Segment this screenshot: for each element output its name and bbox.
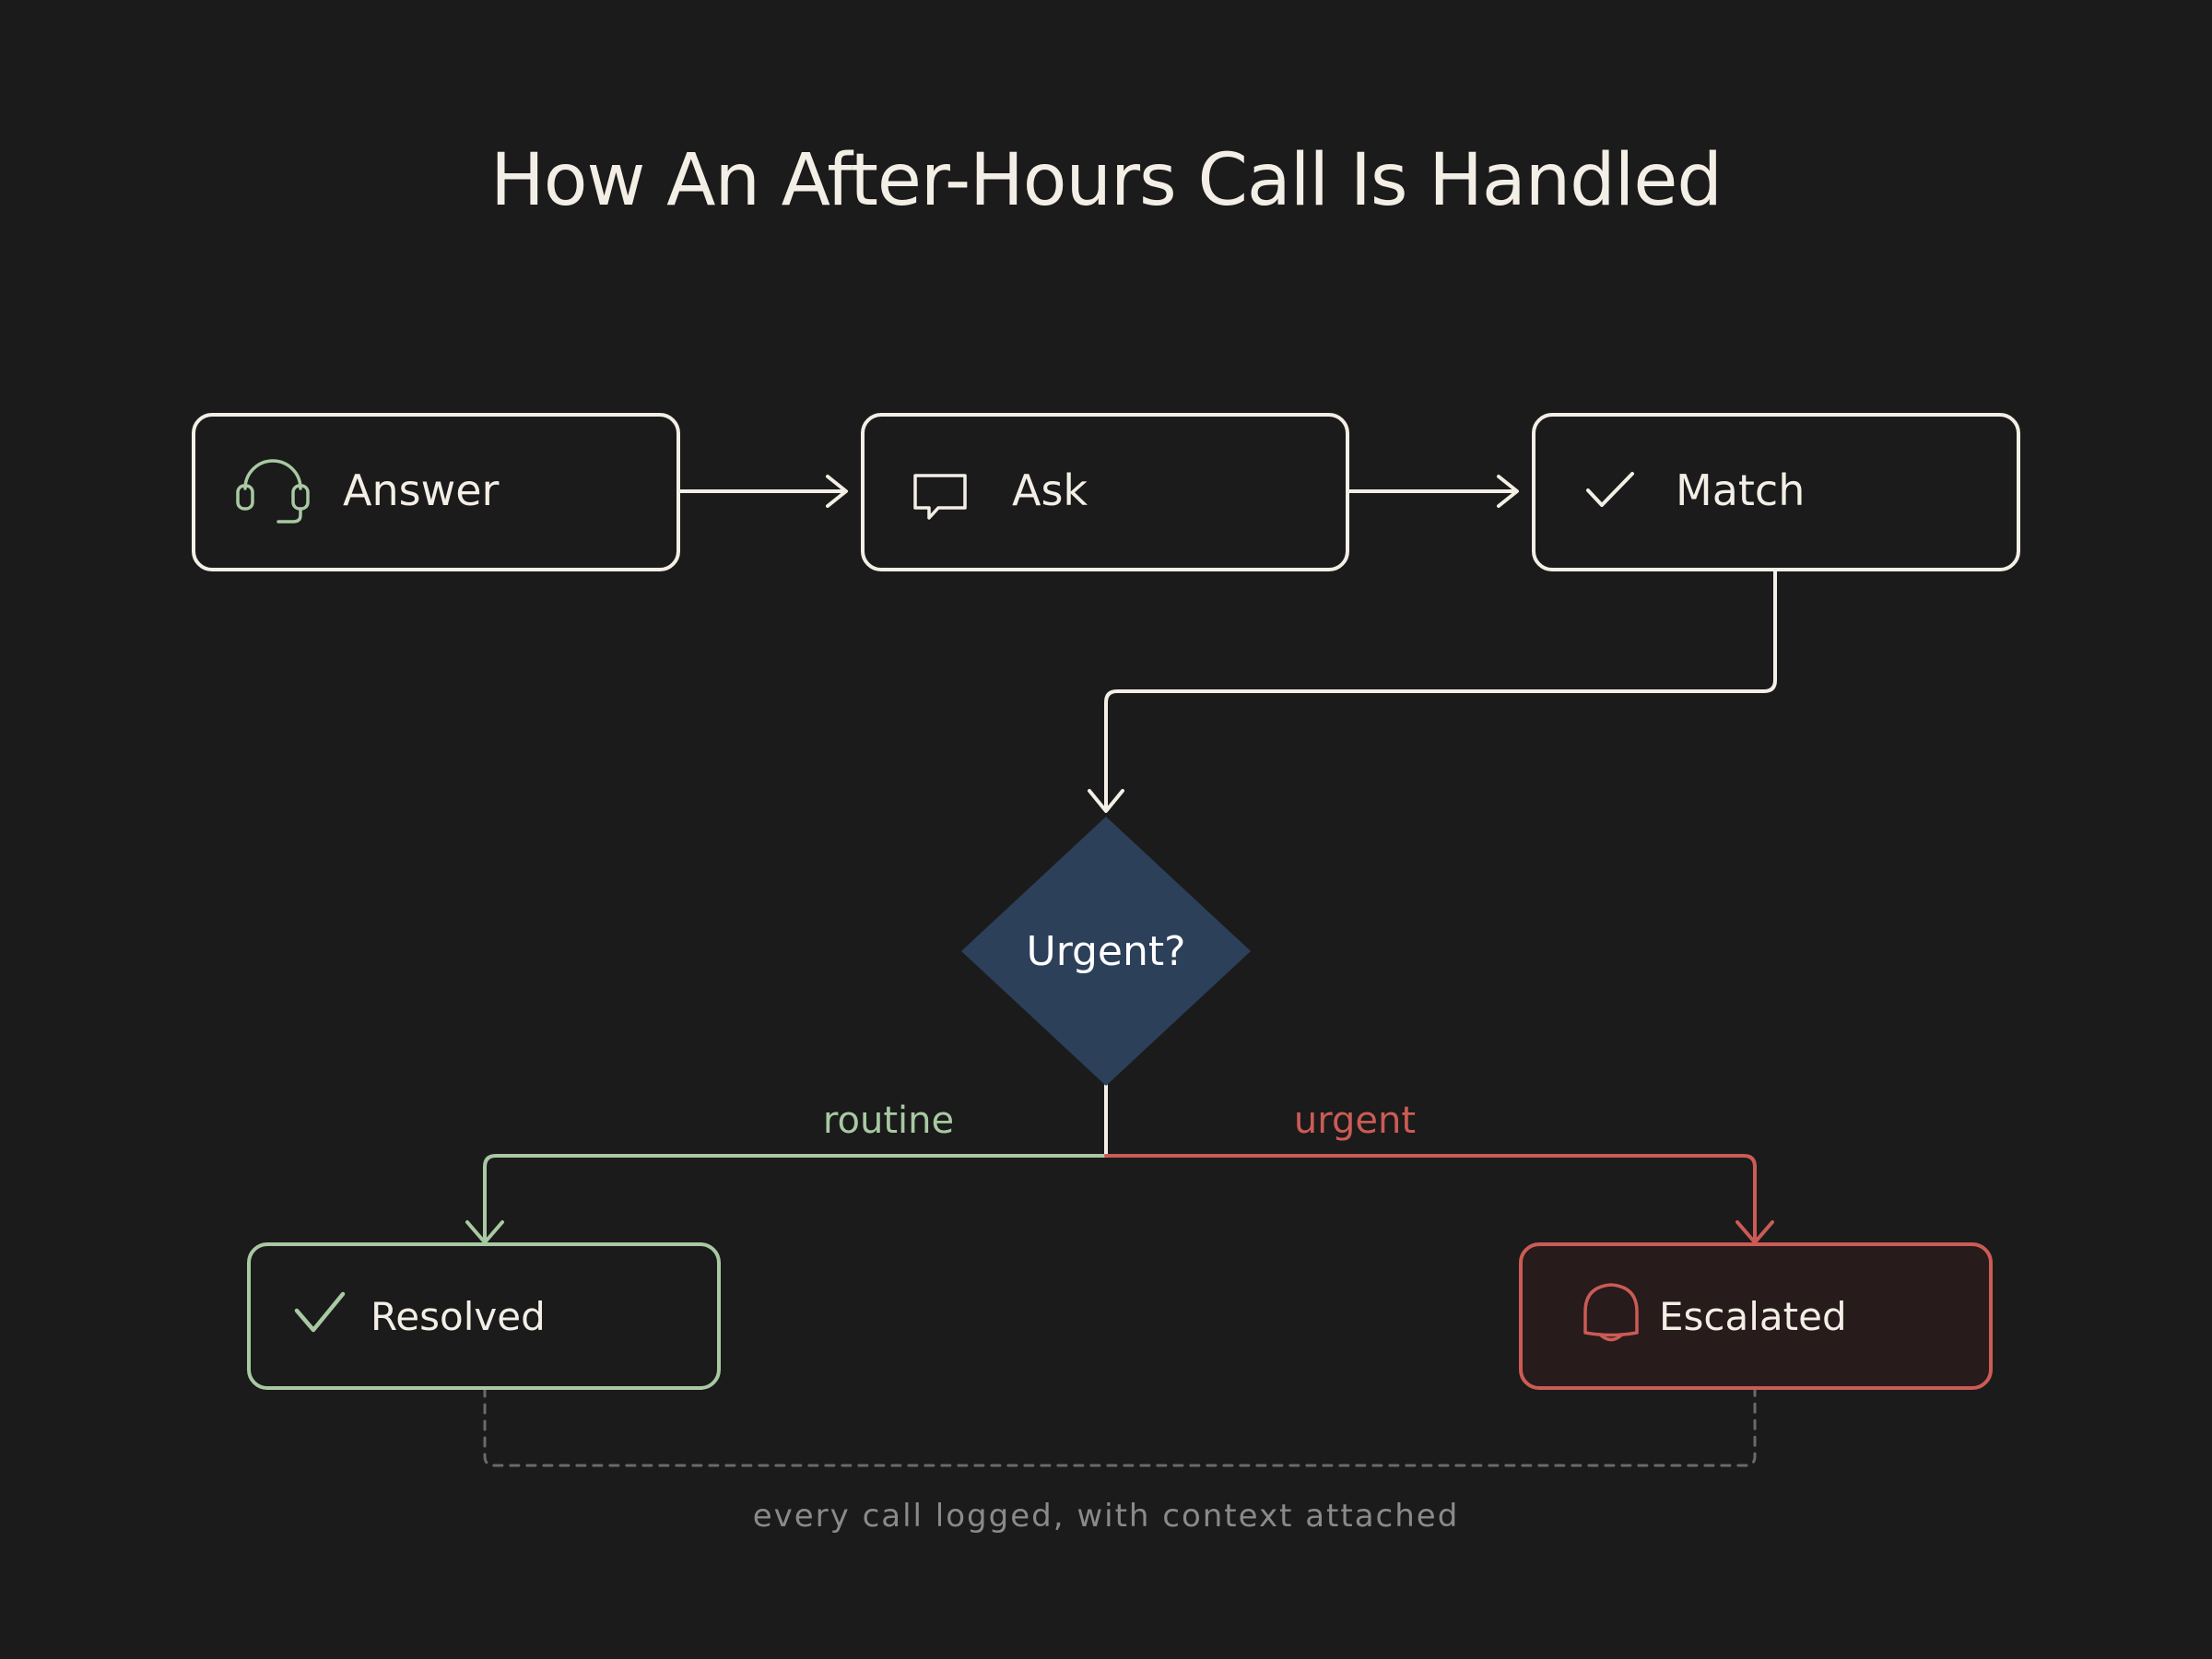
decision-diamond [961,817,1251,1086]
branch-label-routine: routine [823,1100,954,1142]
node-ask-label: Ask [1012,465,1088,515]
node-resolved: Resolved [247,1242,721,1390]
node-escalated-label: Escalated [1659,1294,1847,1339]
checkmark-icon [1586,472,1634,507]
node-match: Match [1532,413,2020,571]
arrowhead-ask [826,475,848,508]
decision-urgent: Urgent? [961,817,1251,1086]
arrowhead-decision [1088,789,1124,813]
connector-match-to-decision [1104,569,1777,811]
chat-bubble-icon [913,474,967,520]
node-escalated: Escalated [1519,1242,1993,1390]
node-escalated-box [1519,1242,1993,1390]
branch-label-urgent: urgent [1294,1100,1416,1142]
node-resolved-box [247,1242,721,1390]
node-ask: Ask [861,413,1349,571]
checkmark-icon [294,1291,346,1333]
connectors [465,475,1777,1467]
bell-icon [1583,1283,1639,1342]
node-ask-box [861,413,1349,571]
connector-routine-branch [483,1154,1108,1242]
node-match-label: Match [1676,465,1805,515]
headset-icon [236,459,310,524]
arrowhead-match [1497,475,1519,508]
node-resolved-label: Resolved [371,1294,546,1339]
node-answer-box [192,413,680,571]
node-match-box [1532,413,2020,571]
connector-urgent-branch [1104,1154,1757,1242]
node-answer: Answer [192,413,680,571]
node-answer-label: Answer [343,465,500,515]
decision-label: Urgent? [1026,928,1185,975]
footnote-logged: every call logged, with context attached [753,1498,1460,1535]
diagram-title: How An After-Hours Call Is Handled [490,139,1722,222]
connector-logged-dashed [483,1386,1757,1467]
